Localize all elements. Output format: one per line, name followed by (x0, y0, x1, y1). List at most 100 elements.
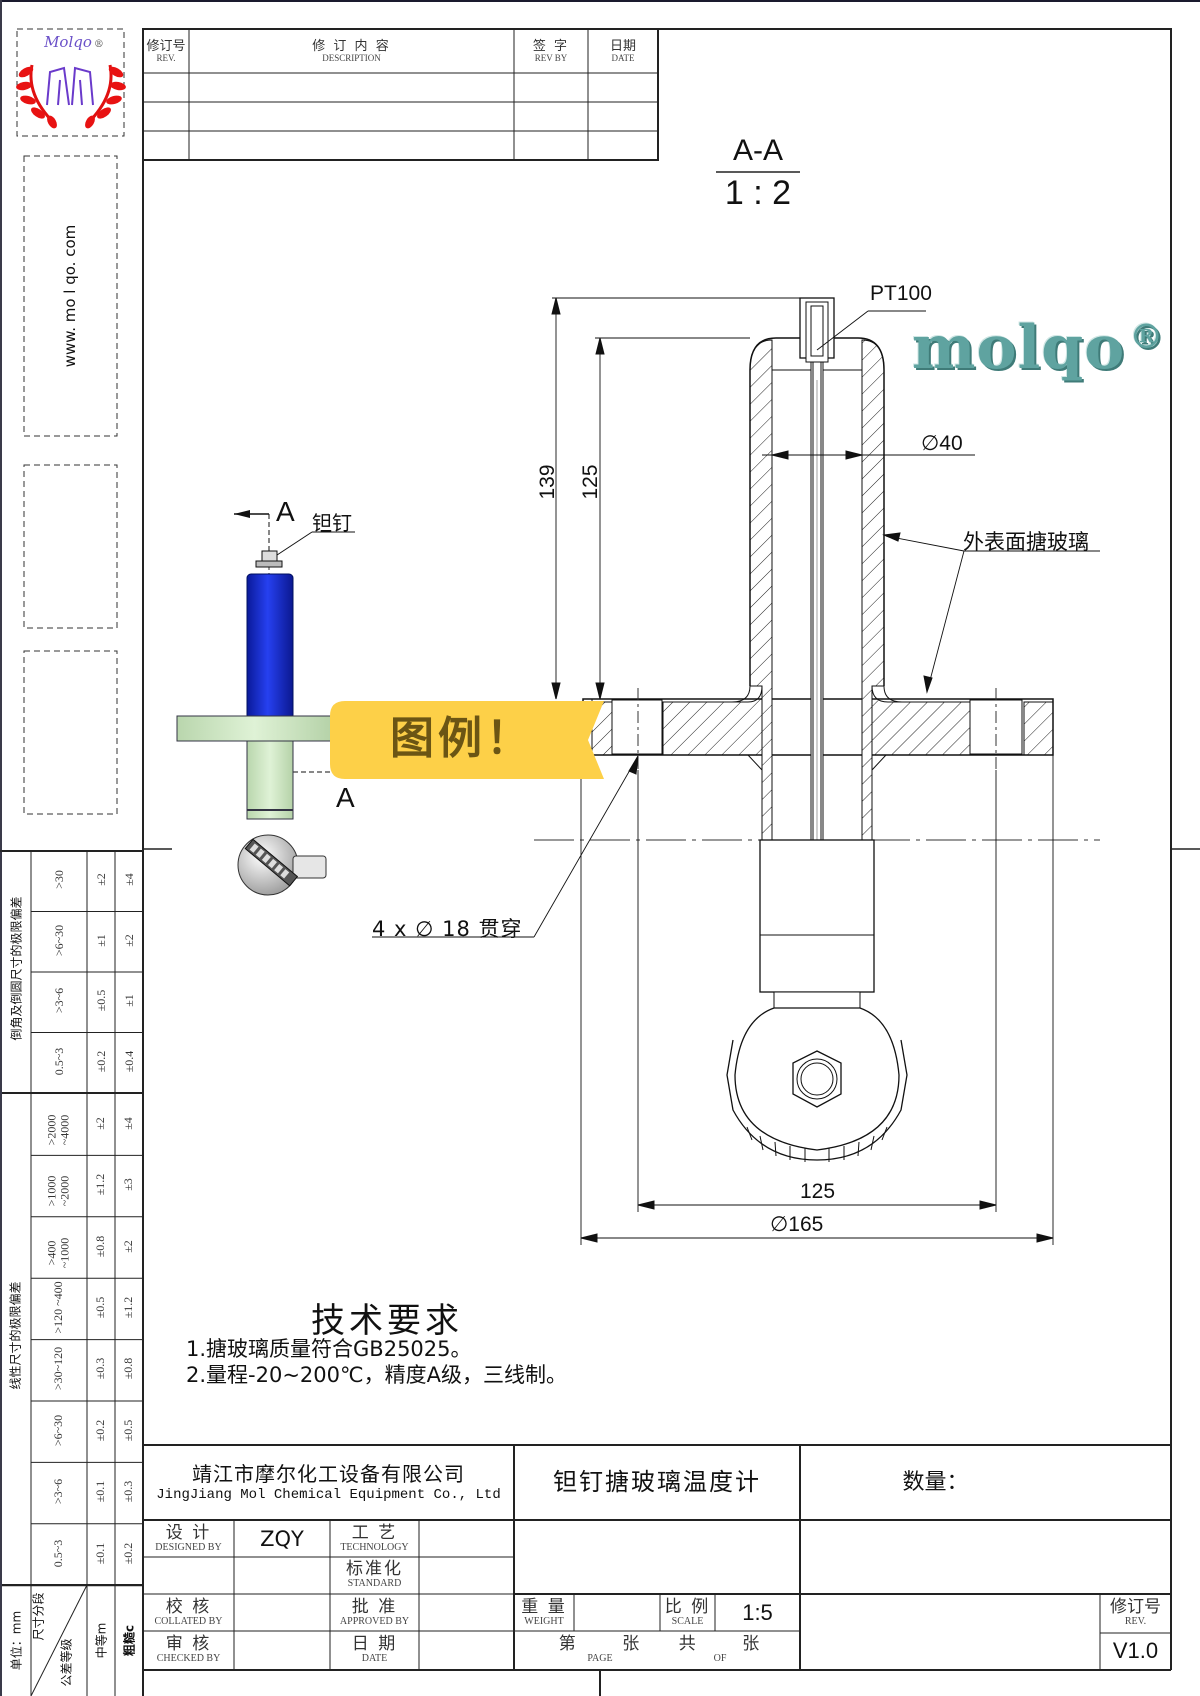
linear-medium-cell: ±0.2 (93, 1419, 108, 1441)
chamfer-coarse-cell: ±4 (121, 873, 136, 887)
title-block-grid (143, 1444, 1171, 1670)
rev-header-en: DATE (611, 53, 635, 64)
label-cn: 比 例 (664, 1596, 711, 1617)
bolt-hole-left (611, 699, 663, 755)
section-scale: 1 : 2 (724, 174, 792, 212)
chamfer-medium-cell: ±1 (93, 933, 108, 947)
logo-brand-text: Molqo® (28, 33, 120, 51)
logo-box (16, 28, 126, 137)
logo-registered: ® (93, 39, 104, 50)
chamfer-coarse-cell: ±1 (121, 994, 136, 1008)
label-en: COLLATED BY (154, 1615, 223, 1627)
label-en: SCALE (671, 1615, 704, 1627)
linear-tolerance-title: 线性尺寸的极限偏差 (8, 1281, 23, 1390)
dim-total-height: 139 (536, 464, 559, 500)
linear-medium-cell: ±0.8 (93, 1235, 108, 1257)
watermark-registered: ® (1129, 317, 1165, 357)
linear-medium-cell: ±0.5 (93, 1296, 108, 1319)
label-cn: 标准化 (346, 1559, 403, 1580)
linear-medium-cell: ±0.1 (93, 1542, 108, 1564)
label-en: STANDARD (347, 1578, 402, 1590)
logo-wordmark: Molqo (44, 33, 92, 51)
molqo-watermark: molqo® (912, 318, 1164, 378)
corner-tolerance-grade: 公差等级 (59, 1638, 74, 1687)
callout-tantalum-pin: 钽钉 (312, 511, 352, 535)
lower-stem (246, 740, 294, 820)
drawing-title-cell: 钽钉搪玻璃温度计 (514, 1450, 800, 1516)
linear-coarse-cell: ±0.8 (121, 1358, 136, 1380)
linear-medium-cell: ±0.3 (93, 1358, 108, 1380)
blank-box-1 (23, 464, 118, 629)
chamfer-range-cell: >6~30 (51, 924, 66, 956)
chamfer-medium-cell: ±0.2 (93, 1050, 108, 1073)
dim-flange-diameter: ∅165 (770, 1213, 824, 1236)
linear-coarse-cell: ±0.3 (121, 1480, 136, 1503)
chamfer-medium-cell: ±2 (93, 873, 108, 887)
grade-coarse: 粗糙c (122, 1624, 137, 1657)
grade-medium: 中等m (94, 1622, 109, 1659)
label-cn: 审 核 (165, 1634, 212, 1655)
linear-coarse-cell: ±3 (121, 1178, 136, 1191)
rev-header-en: DESCRIPTION (322, 53, 381, 64)
rev-header-cn: 签 字 (532, 39, 570, 55)
logo-laurel-icon (16, 64, 126, 129)
website-box (23, 155, 118, 437)
side-view-thermometer (176, 510, 355, 896)
rev-header-cn: 日期 (609, 39, 636, 55)
linear-range-cell: >3~6 (51, 1478, 66, 1505)
linear-range-cell: >6~30 (51, 1414, 66, 1446)
linear-coarse-cell: ±4 (121, 1116, 136, 1130)
linear-range-cell: >2000 ~4000 (44, 1114, 72, 1146)
quantity-cell: 数量： (800, 1450, 1171, 1516)
label-en: PAGE (587, 1653, 613, 1665)
linear-coarse-cell: ±1.2 (121, 1296, 136, 1319)
revision-value[interactable]: V1.0 (1112, 1638, 1159, 1664)
label-cn: 修订号 (1110, 1597, 1161, 1618)
linear-range-cell: 0.5~3 (51, 1539, 66, 1567)
linear-coarse-cell: ±2 (121, 1239, 136, 1253)
label-en: OF (713, 1653, 727, 1665)
label-en: TECHNOLOGY (340, 1541, 409, 1553)
label-cn: 第 张 (558, 1634, 642, 1655)
section-arrow-icon (234, 510, 250, 518)
linear-range-cell: >400 ~1000 (44, 1237, 72, 1268)
quantity-label: 数量： (902, 1470, 969, 1496)
website-url[interactable]: www. mo l qo. com (61, 224, 79, 368)
rev-header-description: 修 订 内 容 DESCRIPTION (189, 33, 514, 71)
rev-header-en: REV. (156, 53, 176, 64)
designed-by-value[interactable]: ZQY (260, 1526, 304, 1551)
page-left-edge (0, 0, 2, 1696)
scale-value[interactable]: 1:5 (742, 1600, 773, 1626)
section-marker-bottom: A (336, 782, 355, 813)
linear-range-cell: >30~120 (51, 1347, 66, 1391)
linear-range-cell: >120 ~400 (51, 1281, 66, 1334)
company-name-cn: 靖江市摩尔化工设备有限公司 (192, 1461, 465, 1486)
linear-medium-cell: ±2 (93, 1116, 108, 1130)
linear-medium-cell: ±0.1 (93, 1480, 108, 1503)
label-cn: 重 量 (521, 1596, 567, 1617)
rev-header-en: REV BY (534, 53, 568, 64)
coating-note: 外表面搪玻璃 (963, 530, 1089, 554)
label-cn: 校 核 (165, 1596, 212, 1617)
label-en: APPROVED BY (339, 1615, 410, 1627)
tolerance-row-lines (2, 911, 143, 1587)
label-en: DESIGNED BY (155, 1541, 222, 1553)
label-cn: 工 艺 (351, 1522, 398, 1543)
section-name: A-A (732, 134, 783, 167)
dim-body-height: 125 (579, 464, 602, 500)
head-knurl (746, 1126, 888, 1162)
tech-requirement-item: 2.量程-20~200℃，精度A级，三线制。 (186, 1363, 567, 1387)
tech-requirements-title: 技术要求 (311, 1301, 463, 1341)
company-name-en: JingJiang Mol Chemical Equipment Co., Lt… (156, 1486, 501, 1503)
label-cn: 设 计 (165, 1522, 212, 1543)
rev-header-cn: 修 订 内 容 (312, 39, 391, 55)
legend-banner-shape (330, 701, 604, 779)
